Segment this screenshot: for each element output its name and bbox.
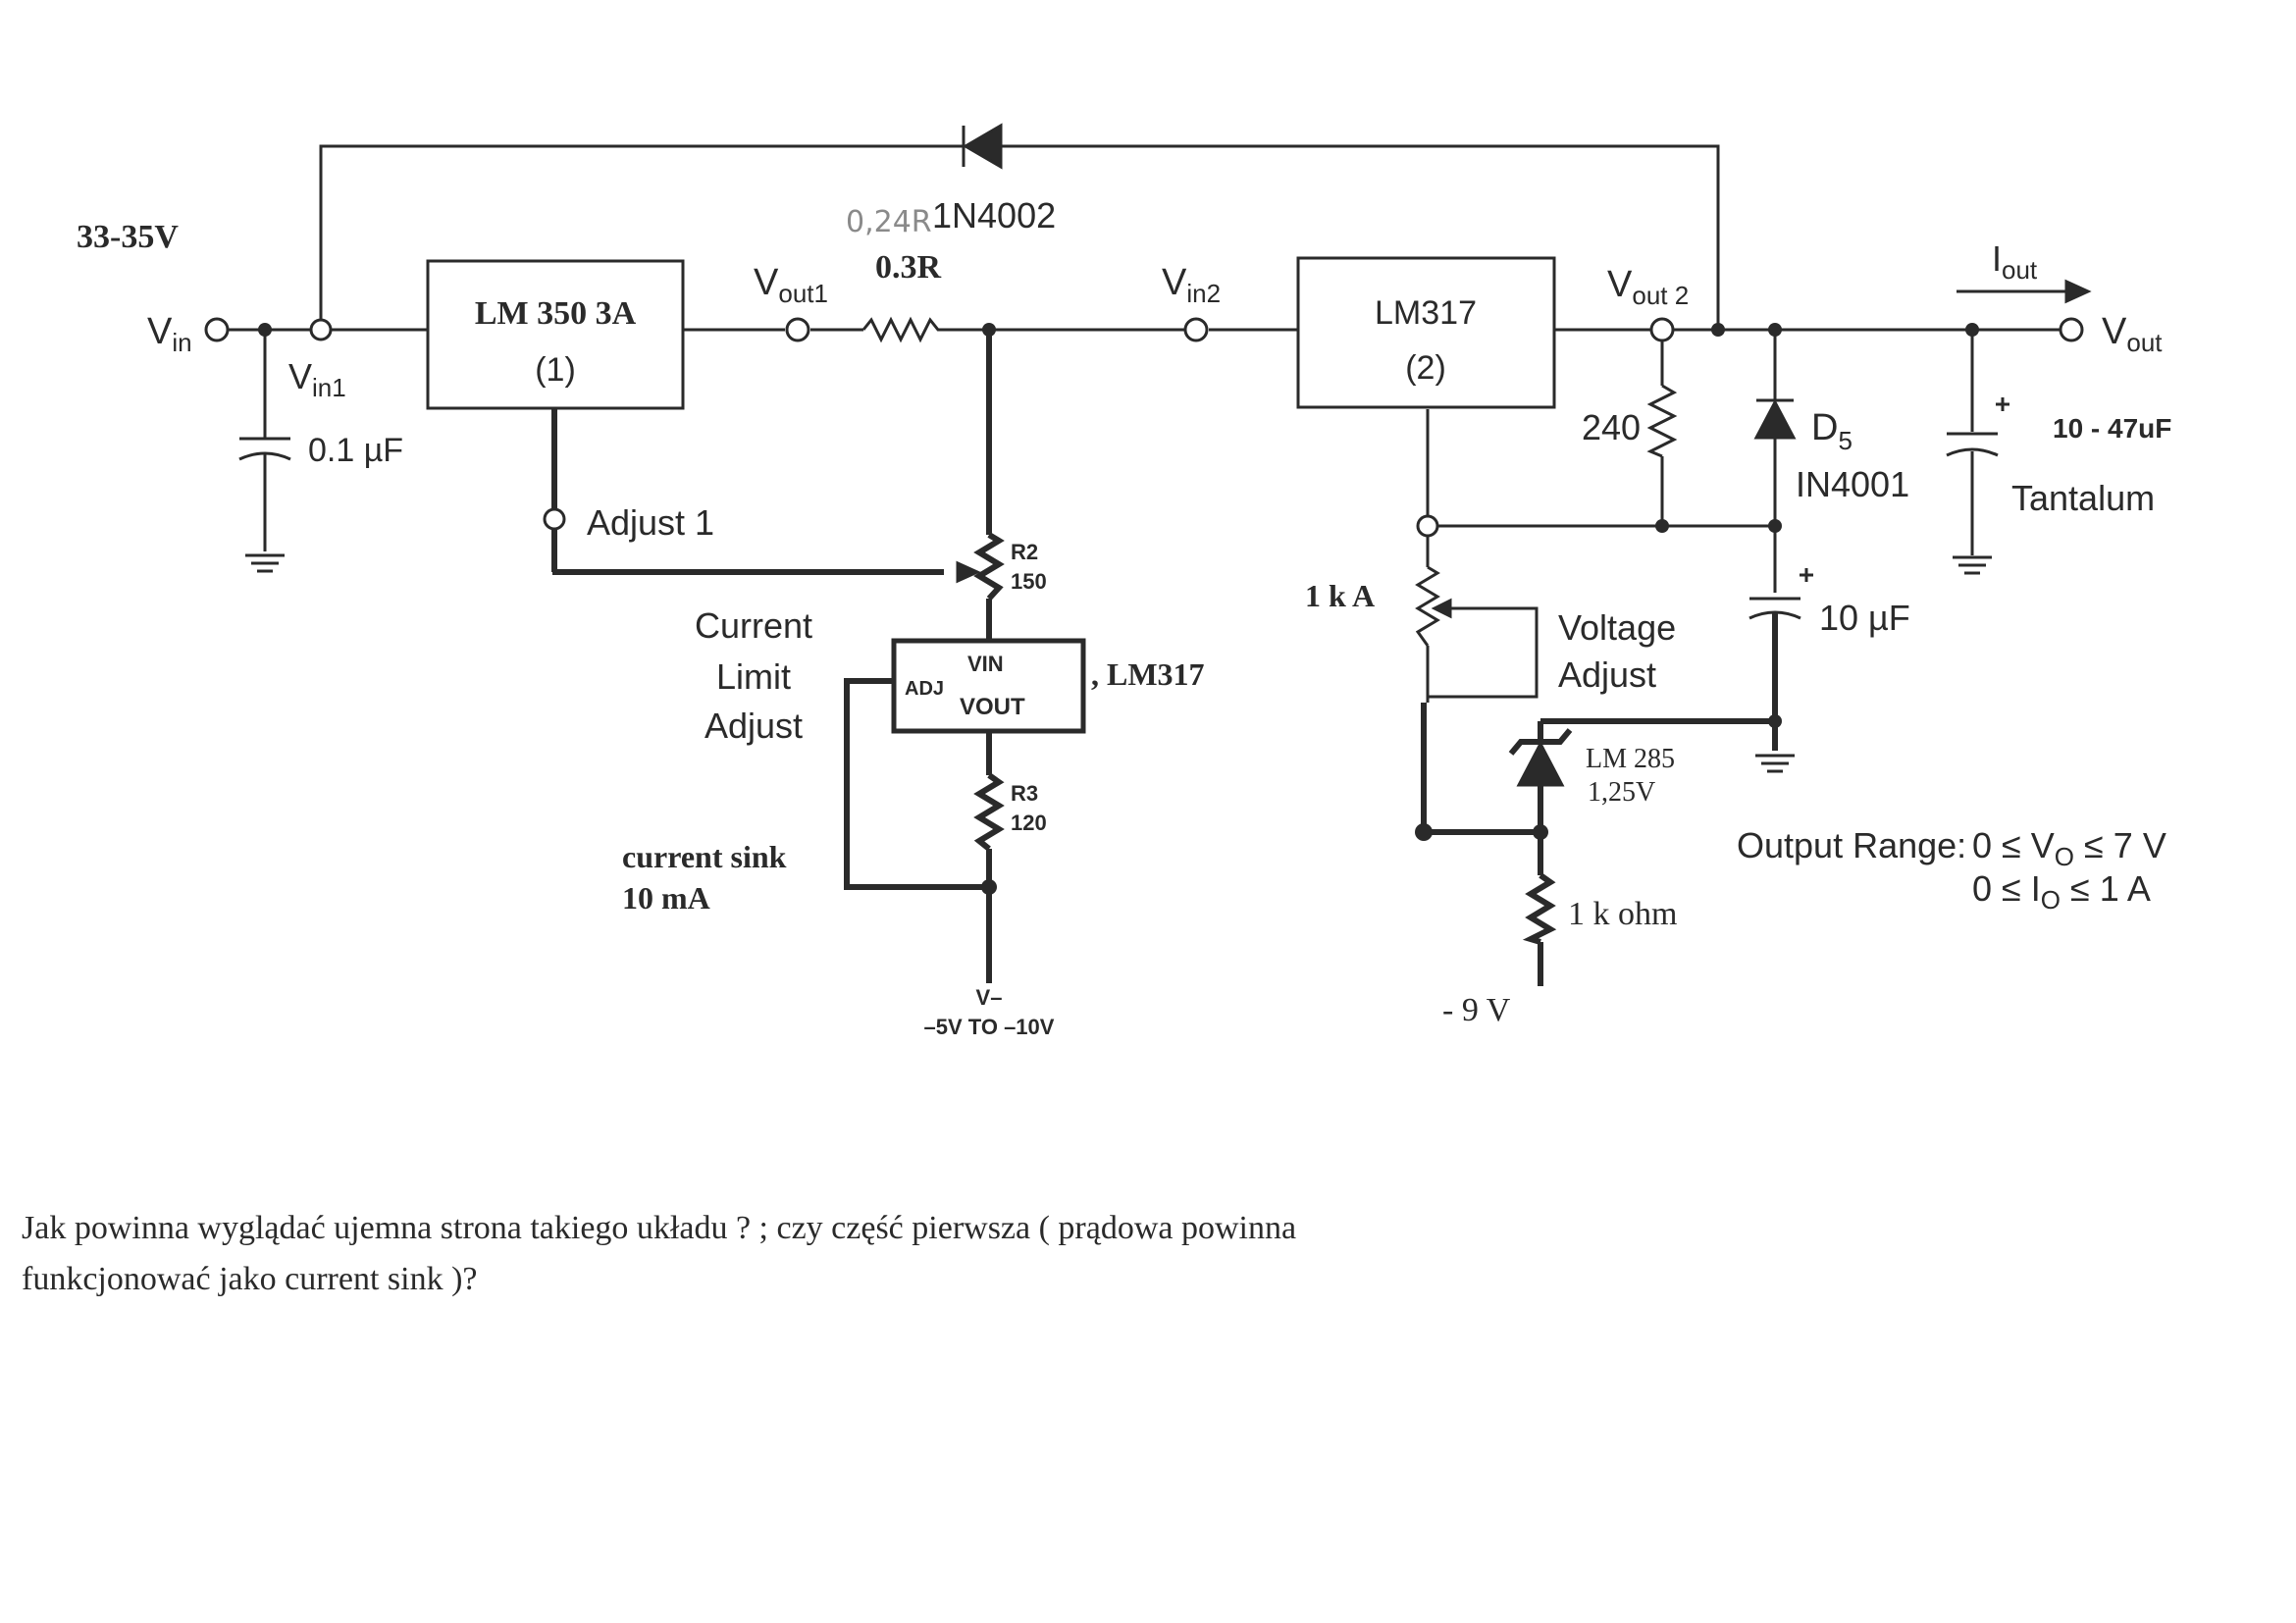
lm285-voltage: 1,25V [1588,777,1655,808]
vout-label: Vout [2102,311,2163,357]
current-limit-label-3: Adjust [704,706,803,746]
shunt-resistor [861,316,942,343]
iout-arrow [2064,279,2092,304]
sink-regulator-label: , LM317 [1091,656,1205,692]
resistor-240-label: 240 [1582,407,1641,447]
vminus-range-label: –5V TO –10V [924,1015,1055,1039]
current-limit-label-1: Current [695,605,812,646]
output-capacitor-label: 10 - 47uF [2053,413,2171,444]
shunt-label: 0.3R [875,249,942,286]
sink-vout-label: VOUT [960,694,1025,720]
sink-vin-label: VIN [967,652,1004,676]
vin2-label: Vin2 [1162,262,1221,308]
r2-name: R2 [1011,540,1038,564]
d5-part-label: IN4001 [1796,464,1909,504]
vin-label: Vin [147,311,192,357]
handwritten-note: 0,24R [846,205,932,239]
wires [228,144,2070,986]
supply-voltage-label: 33-35V [77,219,179,255]
output-capacitor [1946,397,2009,457]
resistor-240 [1646,384,1678,458]
vout2-label: Vout 2 [1607,264,1689,310]
voltage-adjust-label-2: Adjust [1558,654,1656,695]
lm317-number: (2) [1405,349,1446,387]
current-sink-label-2: 10 mA [622,880,710,916]
r3-resistor [973,772,1005,852]
lm285-label: LM 285 [1586,744,1675,774]
vin1-label: Vin1 [288,356,346,402]
pot-1k [1415,565,1452,647]
output-range-current: 0 ≤ IO ≤ 1 A [1972,868,2151,915]
tantalum-label: Tantalum [2011,478,2155,518]
pot-1k-label: 1 k A [1305,578,1375,613]
adjust1-label: Adjust 1 [587,502,714,543]
lm350-label: LM 350 3A [475,295,637,332]
current-sink-label-1: current sink [622,839,787,874]
capacitor-10uf [1748,568,1813,620]
terminals [204,317,2084,538]
ground-input [245,553,285,573]
output-range-title: Output Range: [1737,825,1966,865]
input-capacitor [238,437,291,461]
iout-label: Iout [1992,238,2038,285]
regulator-lm317 [1296,256,1556,409]
r2-value: 150 [1011,569,1047,594]
input-capacitor-label: 0.1 µF [308,432,403,469]
negative-9v-label: - 9 V [1442,992,1511,1028]
resistor-1k-ohm [1522,872,1557,945]
lm285-zener [1508,728,1573,787]
vminus-label: V– [976,985,1003,1010]
lm350-number: (1) [535,351,576,389]
output-range-voltage: 0 ≤ VO ≤ 7 V [1972,825,2166,871]
question-line-1: Jak powinna wyglądać ujemna strona takie… [22,1210,1297,1246]
ground-reference [1755,754,1795,773]
regulator-lm350 [426,259,685,410]
r3-value: 120 [1011,811,1047,835]
sink-regulator-lm317 [891,638,1086,734]
ground-output [1953,555,1992,575]
feedback-diode [962,123,1003,170]
current-limit-label-2: Limit [716,656,791,697]
voltage-adjust-label-1: Voltage [1558,607,1676,648]
r2-potentiometer [956,532,1005,602]
lm317-label: LM317 [1375,294,1477,332]
junction-dots [258,323,1979,895]
resistor-1k-ohm-label: 1 k ohm [1568,896,1677,932]
r3-name: R3 [1011,781,1038,806]
question-line-2: funkcjonować jako current sink )? [22,1261,478,1297]
capacitor-10uf-label: 10 µF [1819,598,1910,638]
sink-adj-label: ADJ [905,678,944,700]
feedback-diode-label: 1N4002 [932,195,1056,236]
vout1-label: Vout1 [754,262,828,308]
question-text: Jak powinna wyglądać ujemna strona takie… [22,1203,1592,1305]
d5-diode [1753,398,1797,440]
d5-label: D5 [1811,407,1852,455]
